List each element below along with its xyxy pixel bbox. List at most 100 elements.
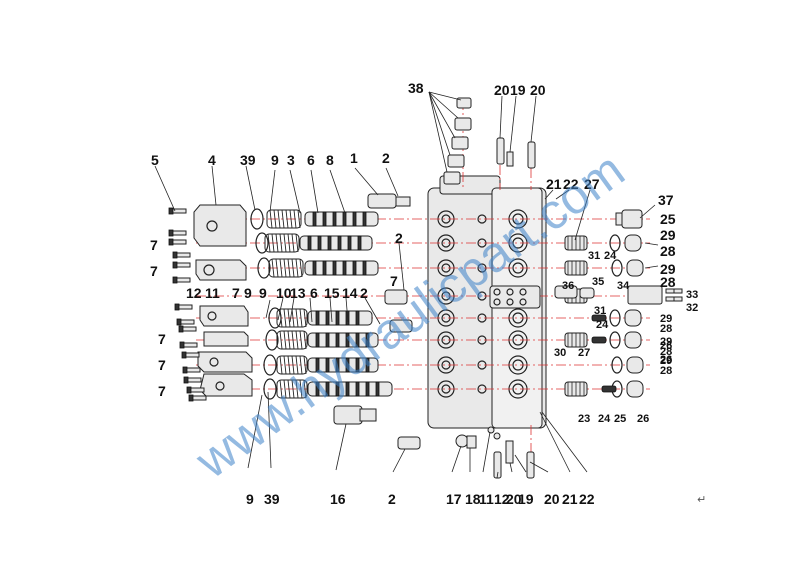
top-bolts-20-19 xyxy=(496,137,536,169)
callout-bottom-1: 39 xyxy=(264,491,280,507)
spring xyxy=(279,330,307,350)
spool xyxy=(307,332,379,348)
left-covers xyxy=(193,204,253,397)
callout-left-11: 14 xyxy=(342,285,358,301)
callout-top-1: 4 xyxy=(208,152,216,168)
relief-valves-2 xyxy=(384,289,421,450)
callout-right-16: 27 xyxy=(578,347,590,359)
callout-right-19: 23 xyxy=(578,413,590,425)
callout-top-14: 22 xyxy=(563,176,579,192)
callout-right-7: 31 xyxy=(594,305,606,317)
callout-right-1: 24 xyxy=(604,250,617,262)
spring xyxy=(279,308,307,328)
callout-left-0: 7 xyxy=(150,237,158,253)
callout-left-10: 15 xyxy=(324,285,340,301)
callout-left-9: 6 xyxy=(310,285,318,301)
callout-top-5: 6 xyxy=(307,152,315,168)
callout-top-13: 21 xyxy=(546,176,562,192)
callout-left-7: 10 xyxy=(276,285,292,301)
plug-37 xyxy=(621,209,643,229)
callout-right-18: 28 xyxy=(660,365,672,377)
spring xyxy=(269,209,301,229)
callout-top-17: 25 xyxy=(660,211,676,227)
callout-top-6: 8 xyxy=(326,152,334,168)
o-ring xyxy=(609,309,621,327)
bolt xyxy=(175,262,191,268)
callout-right-4: 34 xyxy=(617,280,630,292)
o-ring xyxy=(611,259,623,277)
callout-right-21: 25 xyxy=(614,413,626,425)
callout-top-18: 29 xyxy=(660,227,676,243)
bolt xyxy=(175,252,191,258)
callout-right-6: 32 xyxy=(686,302,698,314)
callout-left-extra: 7 xyxy=(158,383,166,399)
cover-block xyxy=(489,285,541,309)
callout-left-3: 11 xyxy=(205,285,220,301)
callout-left-4: 7 xyxy=(232,285,240,301)
callout-top-2: 39 xyxy=(240,152,256,168)
spool xyxy=(307,357,379,373)
callout-top-15: 27 xyxy=(584,176,600,192)
check-valve-16 xyxy=(333,405,377,425)
callout-right-22: 26 xyxy=(637,413,649,425)
plug xyxy=(624,234,642,252)
block-assembly xyxy=(627,285,663,305)
callout-right-11: 29 xyxy=(660,336,672,348)
o-ring xyxy=(611,356,623,374)
bolt xyxy=(177,304,193,310)
plug xyxy=(624,309,642,327)
bolt xyxy=(175,277,191,283)
callout-right-14: 26 xyxy=(660,340,672,352)
left-spool-assemblies xyxy=(250,208,393,400)
o-ring xyxy=(257,257,271,279)
plug xyxy=(626,356,644,374)
callout-left-16: 7 xyxy=(158,357,166,373)
callout-bottom-4: 17 xyxy=(446,491,462,507)
bolt xyxy=(191,395,207,401)
callout-top-3: 9 xyxy=(271,152,279,168)
callout-bottom-12: 22 xyxy=(579,491,595,507)
seal xyxy=(591,336,607,344)
spring xyxy=(267,233,299,253)
callout-right-13: 26 xyxy=(660,354,672,366)
bolt xyxy=(185,367,201,373)
bolt xyxy=(171,230,187,236)
seal xyxy=(601,385,617,393)
callout-right-20: 24 xyxy=(598,413,611,425)
bolt xyxy=(184,352,200,358)
callout-bottom-7: 12 xyxy=(494,491,510,507)
plug xyxy=(626,259,644,277)
callout-left-6: 9 xyxy=(259,285,267,301)
o-ring xyxy=(263,354,277,376)
callout-left-5: 9 xyxy=(244,285,252,301)
callout-right-0: 31 xyxy=(588,250,600,262)
callout-right-8: 29 xyxy=(660,313,672,325)
spring xyxy=(279,379,307,399)
callout-top-9: 38 xyxy=(408,80,424,96)
callout-top-12: 20 xyxy=(530,82,546,98)
leader-lines xyxy=(154,91,659,479)
callout-top-16: 37 xyxy=(658,192,674,208)
callout-top-7: 1 xyxy=(350,150,358,166)
o-ring xyxy=(263,378,277,400)
callout-top-8: 2 xyxy=(382,150,390,166)
callout-bottom-8: 20 xyxy=(506,491,522,507)
seal xyxy=(591,314,607,322)
callout-top-11: 19 xyxy=(510,82,526,98)
right-assemblies xyxy=(489,209,683,398)
callout-top-20: 29 xyxy=(660,261,676,277)
bolt xyxy=(181,326,197,332)
callout-bottom-0: 9 xyxy=(246,491,254,507)
bolt xyxy=(186,377,202,383)
callout-right-17: 29 xyxy=(660,355,672,367)
callout-top-21: 28 xyxy=(660,274,676,290)
callout-left-13: 2 xyxy=(395,230,403,246)
callout-bottom-9: 19 xyxy=(518,491,534,507)
callout-top-10: 20 xyxy=(494,82,510,98)
callout-top-19: 28 xyxy=(660,243,676,259)
relief-valve-1 xyxy=(367,193,411,209)
callout-bottom-3: 2 xyxy=(388,491,396,507)
o-ring xyxy=(609,234,621,252)
bottom-parts xyxy=(455,426,535,479)
